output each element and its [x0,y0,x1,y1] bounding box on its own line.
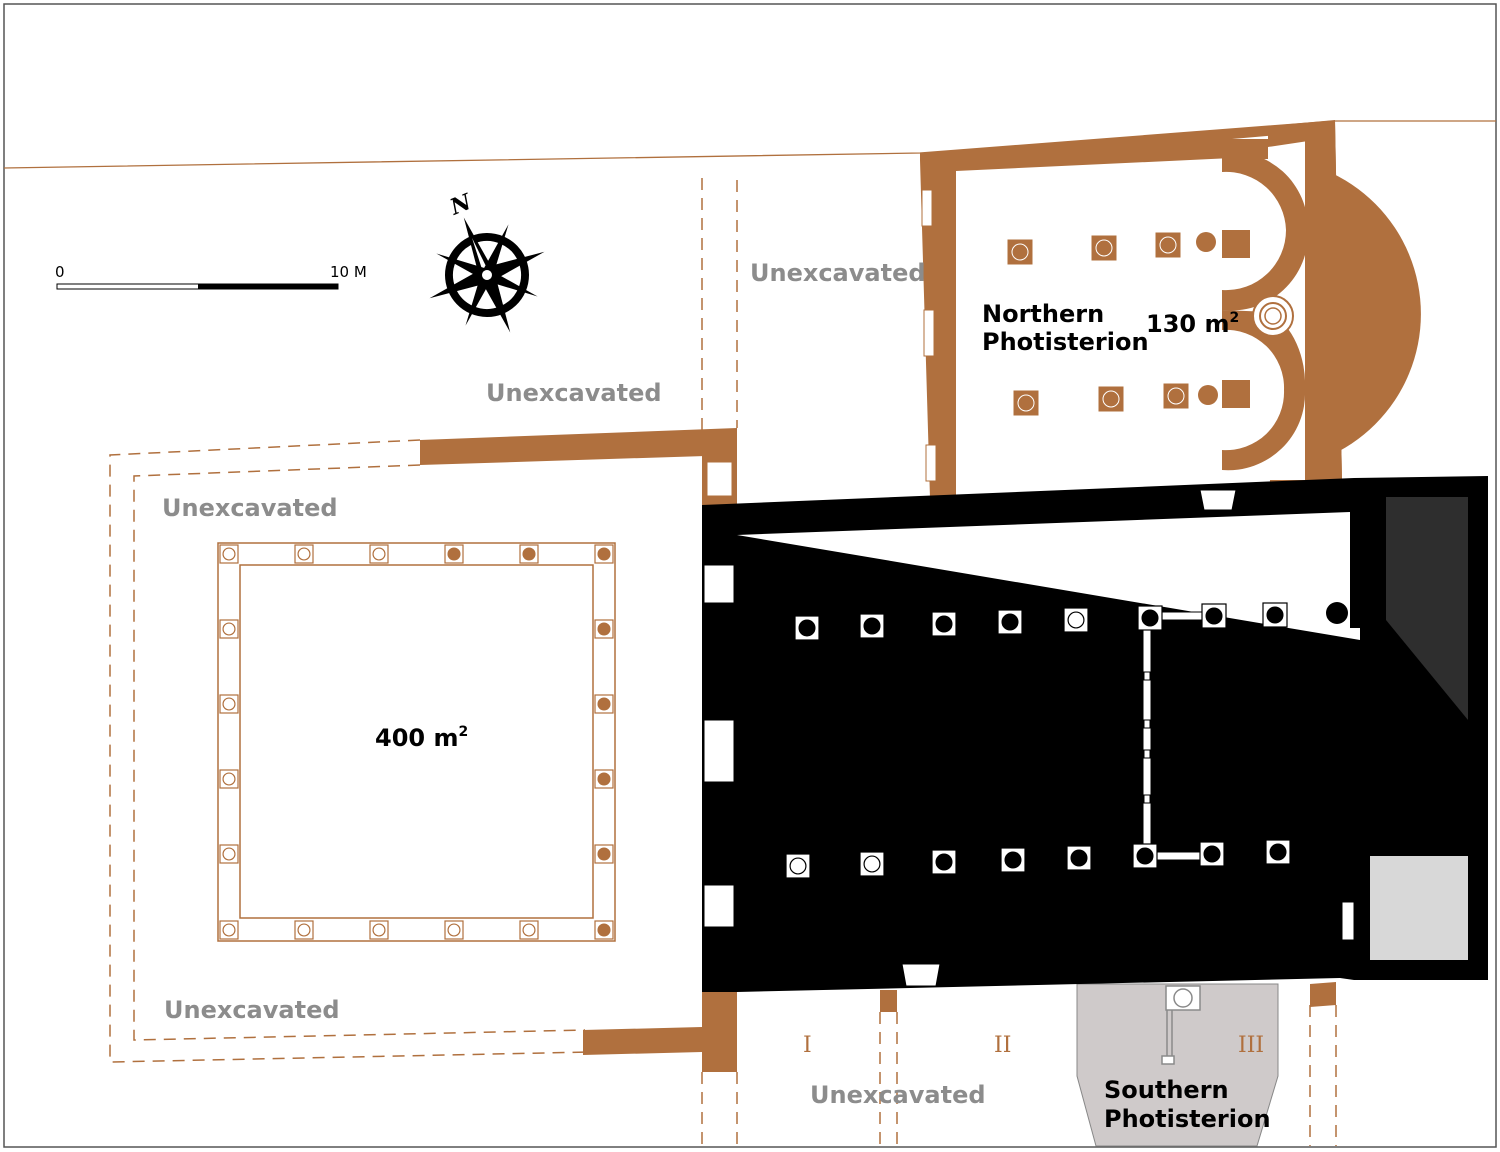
basilica [702,476,1488,992]
atrium-door [706,461,733,497]
northern-pier [1159,236,1177,254]
atrium-column [222,622,236,636]
basilica-column [1203,845,1221,863]
northern-pier [1095,239,1113,257]
northern-walls [920,121,1335,498]
southern-name-line1: Southern [1104,1076,1229,1104]
room-label-1: I [803,1033,812,1058]
label-unexcavated-left-top: Unexcavated [162,494,338,522]
basilica-column [863,855,881,873]
atrium-column [222,547,236,561]
basilica-respond [1320,840,1342,862]
northern-column [1196,232,1216,252]
label-unexcavated-top: Unexcavated [750,259,926,287]
atrium-column [447,923,461,937]
atrium-column [297,547,311,561]
basilica-column [1004,851,1022,869]
atrium-inner-stylobate [239,564,594,919]
room-label-3: III [1238,1033,1264,1058]
north-arrow: N [429,189,545,333]
northern-area: 130 m2 [1146,310,1239,338]
atrium-column [522,923,536,937]
room-label-2: II [994,1033,1011,1058]
basilica-column [1266,606,1284,624]
basilica-column [789,857,807,875]
basilica-column [1269,843,1287,861]
frame-border [3,3,1497,1148]
atrium-column [597,923,611,937]
atrium-column [597,772,611,786]
atrium-column [222,923,236,937]
atrium-column [447,547,461,561]
basilica-column [1067,611,1085,629]
atrium-column [597,622,611,636]
label-unexcavated-left-bottom: Unexcavated [164,996,340,1024]
scale-end: 10 M [330,263,367,281]
northern-column [1198,385,1218,405]
scale-bar: 0 10 M [55,263,367,290]
basilica-column [935,853,953,871]
northern-pier [1017,394,1035,412]
basilica-column [798,619,816,637]
basilica-column [1205,607,1223,625]
dark-room [1386,497,1468,720]
northern-pier [1102,390,1120,408]
atrium-column [222,847,236,861]
atrium-outer-stylobate [217,542,616,942]
atrium-column [222,772,236,786]
northern-pier [1011,243,1029,261]
synthronon [1359,679,1416,791]
scale-start: 0 [55,263,65,281]
southern-name-line2: Photisterion [1104,1105,1271,1133]
southern-photisterion [1076,983,1279,1147]
basilica-area: 355 m2 [920,724,1013,752]
label-unexcavated-mid: Unexcavated [486,379,662,407]
atrium-column [222,697,236,711]
atrium-columns [219,544,614,940]
basilica-column [1001,613,1019,631]
atrium-area: 400 m2 [375,724,468,752]
northern-name-line2: Photisterion [982,328,1149,356]
southern-font [1161,985,1201,1065]
atrium-column [372,923,386,937]
atrium-column [372,547,386,561]
atrium-column [597,697,611,711]
atrium-column [522,547,536,561]
basilica-column [1070,849,1088,867]
north-letter: N [446,189,476,221]
label-unexcavated-bottom: Unexcavated [810,1081,986,1109]
basilica-column [1141,609,1159,627]
northern-name-line1: Northern [982,300,1104,328]
northern-pier [1167,387,1185,405]
northern-columns [1007,232,1218,416]
basilica-column [863,617,881,635]
basilica-doors [703,489,1355,987]
atrium-column [597,547,611,561]
atrium-column [597,847,611,861]
grey-room [1370,856,1468,960]
basilica-respond [1326,602,1348,624]
basilica-column [1136,847,1154,865]
basilica-columns [785,602,1348,879]
atrium-column [297,923,311,937]
basilica-column [935,615,953,633]
dashed-walls [109,178,1337,1146]
northern-photisterion [920,120,1421,498]
